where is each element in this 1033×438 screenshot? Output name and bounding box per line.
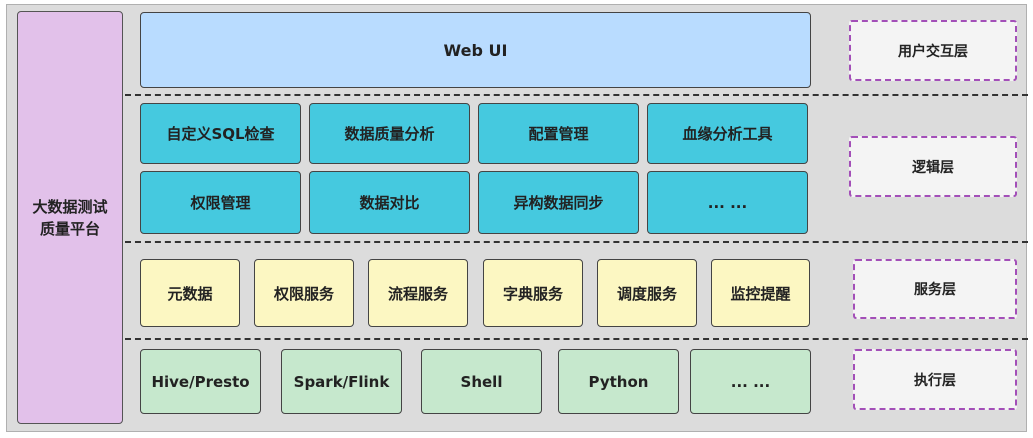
exec-box-label: ... ... xyxy=(730,372,771,391)
service-box-label: 调度服务 xyxy=(616,284,677,303)
service-box: 元数据 xyxy=(140,259,240,327)
service-box: 调度服务 xyxy=(597,259,697,327)
service-box-label: 元数据 xyxy=(167,284,213,303)
separator-logic-service xyxy=(125,241,1028,243)
web-ui-box: Web UI xyxy=(140,12,811,88)
logic-box-label: 异构数据同步 xyxy=(513,194,604,212)
logic-box-label: 配置管理 xyxy=(528,125,589,143)
logic-box: 数据质量分析 xyxy=(309,103,470,164)
platform-box: 大数据测试质量平台 xyxy=(17,11,123,424)
service-box: 权限服务 xyxy=(254,259,354,327)
logic-box: 自定义SQL检查 xyxy=(140,103,301,164)
logic-box-label: ... ... xyxy=(707,193,748,212)
exec-box-label: Spark/Flink xyxy=(293,372,390,391)
logic-box-label: 数据质量分析 xyxy=(344,125,435,143)
logic-box-label: 血缘分析工具 xyxy=(682,125,773,143)
layer-label-ui: 用户交互层 xyxy=(849,20,1017,81)
service-box-label: 字典服务 xyxy=(502,284,563,303)
exec-box-label: Shell xyxy=(460,372,503,391)
logic-box-label: 数据对比 xyxy=(359,194,420,212)
layer-label-logic-text: 逻辑层 xyxy=(912,159,954,176)
service-box-label: 监控提醒 xyxy=(730,284,791,303)
logic-box: ... ... xyxy=(647,171,808,234)
service-box: 监控提醒 xyxy=(711,259,810,327)
service-box: 字典服务 xyxy=(483,259,583,327)
service-box-label: 流程服务 xyxy=(387,284,448,303)
service-box: 流程服务 xyxy=(368,259,468,327)
separator-ui-logic xyxy=(125,94,1028,96)
logic-box: 权限管理 xyxy=(140,171,301,234)
layer-label-service: 服务层 xyxy=(853,259,1017,319)
service-box-label: 权限服务 xyxy=(273,284,334,303)
exec-box-label: Hive/Presto xyxy=(151,372,250,391)
exec-box-label: Python xyxy=(588,372,649,391)
separator-service-exec xyxy=(125,338,1028,340)
logic-box-label: 自定义SQL检查 xyxy=(166,125,275,143)
layer-label-exec-text: 执行层 xyxy=(914,372,956,389)
web-ui-label: Web UI xyxy=(443,40,508,60)
exec-box: Python xyxy=(558,349,679,414)
logic-box: 数据对比 xyxy=(309,171,470,234)
exec-box: Spark/Flink xyxy=(281,349,402,414)
layer-label-service-text: 服务层 xyxy=(914,282,956,298)
layer-label-logic: 逻辑层 xyxy=(849,136,1017,197)
platform-label: 大数据测试质量平台 xyxy=(32,197,108,238)
exec-box: Shell xyxy=(421,349,542,414)
logic-box: 配置管理 xyxy=(478,103,639,164)
logic-box: 异构数据同步 xyxy=(478,171,639,234)
exec-box: ... ... xyxy=(690,349,811,414)
logic-box-label: 权限管理 xyxy=(190,194,251,212)
layer-label-exec: 执行层 xyxy=(853,349,1017,410)
layer-label-ui-text: 用户交互层 xyxy=(898,43,968,60)
exec-box: Hive/Presto xyxy=(140,349,261,414)
logic-box: 血缘分析工具 xyxy=(647,103,808,164)
